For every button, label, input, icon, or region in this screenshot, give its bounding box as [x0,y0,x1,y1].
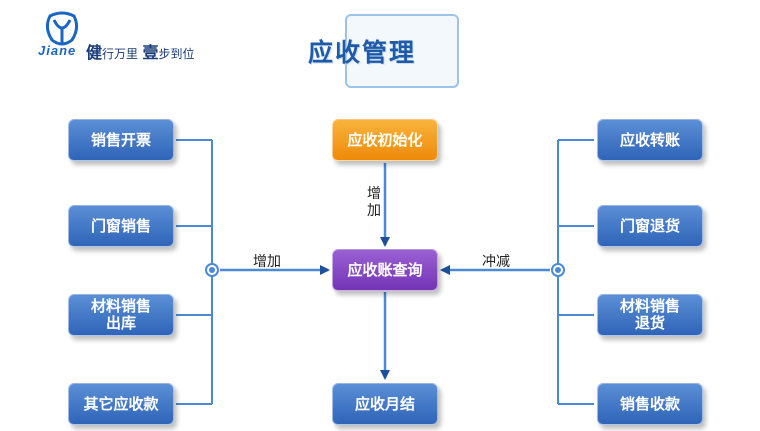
page-title: 应收管理 [307,38,416,67]
node-receivable-query[interactable]: 应收账查询 [332,249,438,291]
right-hub-icon [551,263,565,277]
node-material-sales-return[interactable]: 材料销售 退货 [597,294,703,336]
slogan-part-3: 壹 [142,43,159,62]
logo-emblem-icon [45,11,79,46]
node-receivable-transfer[interactable]: 应收转账 [597,119,703,161]
node-window-return[interactable]: 门窗退货 [597,205,703,247]
logo-slogan: 健行万里 壹步到位 [86,39,195,63]
node-label: 材料销售 出库 [90,297,151,332]
node-sales-collection[interactable]: 销售收款 [597,383,703,425]
node-window-sales[interactable]: 门窗销售 [68,205,174,247]
company-logo: Jiane 健行万里 壹步到位 [36,10,236,63]
left-hub-icon [205,263,219,277]
logo-wordmark: Jiane [38,43,77,58]
title-frame [345,14,459,88]
node-other-receivables[interactable]: 其它应收款 [68,383,174,425]
edge-label-left: 增加 [253,254,281,270]
slogan-part-1: 健 [86,43,103,62]
node-material-sales-outbound[interactable]: 材料销售 出库 [68,294,174,336]
node-receivable-monthly-close[interactable]: 应收月结 [332,383,438,425]
slogan-part-4: 步到位 [158,47,195,61]
node-receivable-init[interactable]: 应收初始化 [332,119,438,161]
slogan-part-2: 行万里 [102,47,139,61]
edge-label-top: 增加 [367,186,381,219]
node-sales-invoice[interactable]: 销售开票 [68,119,174,161]
edge-label-right: 冲减 [482,254,510,270]
node-label: 材料销售 退货 [619,297,680,332]
